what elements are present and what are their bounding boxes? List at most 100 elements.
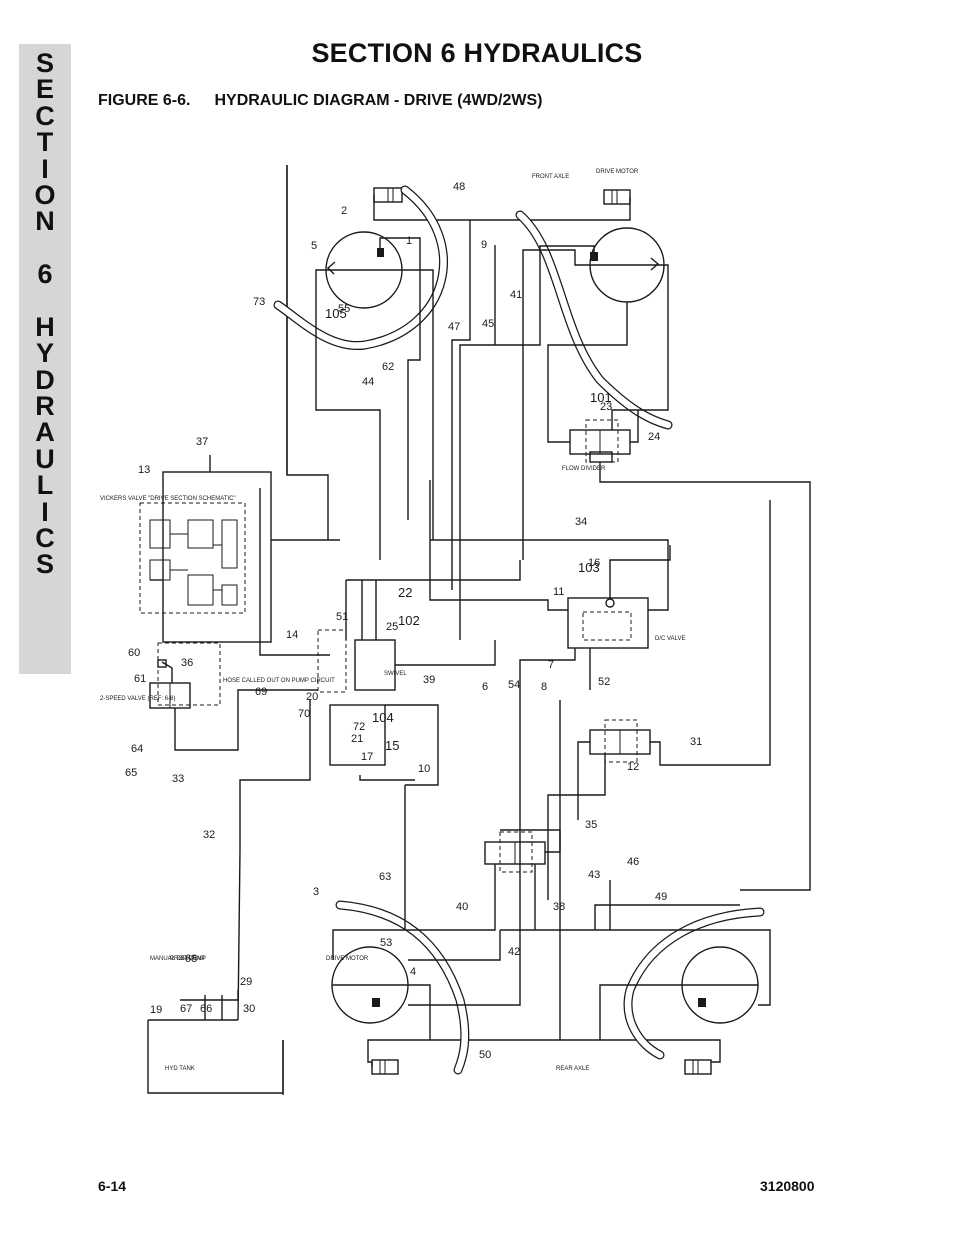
callout: 64 [131,743,143,755]
callout: 21 [351,733,363,745]
callout: 39 [423,674,435,686]
callout: 53 [380,937,392,949]
callout: 46 [627,856,639,868]
callout: 14 [286,629,298,641]
callout: 6 [482,681,488,693]
vickers-valve-label: VICKERS VALVE "DRIVE SECTION SCHEMATIC" [100,496,236,502]
swivel-manifold [237,560,521,1021]
callout: 22 [398,585,412,600]
manual-descent-label: MANUAL DESCENT [150,956,205,962]
callout: 20 [306,691,318,703]
side-tab-letter: S [35,549,54,580]
callout: 103 [578,560,600,575]
hyd-tank-label: HYD TANK [165,1066,195,1072]
side-tab-letter: D [35,364,55,395]
page-number: 6-14 [98,1178,127,1194]
callout: 17 [361,751,373,763]
callout: 2 [341,205,347,217]
callout: 45 [482,318,494,330]
side-tab-letter: C [35,100,55,131]
callout: 25 [386,621,398,633]
callout: 43 [588,869,600,881]
side-tab-letter: C [35,523,55,554]
callout: 44 [362,376,374,388]
figure-number: FIGURE 6-6. [98,92,191,109]
callout: 50 [479,1049,491,1061]
rear-plumbing [359,700,771,1040]
side-tab-letter: U [35,443,55,474]
page-title: SECTION 6 HYDRAULICS [311,38,643,68]
figure-title: FIGURE 6-6.HYDRAULIC DIAGRAM - DRIVE (4W… [98,92,542,110]
callout: 24 [648,431,660,443]
callout: 13 [138,464,150,476]
side-tab-letter: Y [35,338,54,369]
callout: 15 [385,738,399,753]
frame-lines [147,165,329,1095]
callout: 40 [456,901,468,913]
callout: 104 [372,710,394,725]
callout: 62 [382,361,394,373]
callout: 42 [508,946,520,958]
callout: 55 [338,303,350,315]
side-tab-letter: 6 [37,259,53,290]
callout: 35 [585,819,597,831]
vickers-valve-schematic [139,455,340,656]
callout: 31 [690,736,702,748]
flow-divider-rear [332,829,561,960]
side-tab-letter: O [34,179,56,210]
flex-hoses [273,185,765,1075]
dc-valve-label: D/C VALVE [655,636,685,642]
drive-motor-front-label: DRIVE MOTOR [596,169,639,175]
callout: 3 [313,886,319,898]
callout: 36 [181,657,193,669]
callout: 11 [553,586,564,598]
side-tab-letter: T [36,127,54,158]
callout: 66 [200,1003,212,1015]
side-tab-letter: S [35,48,54,78]
callout: 30 [243,1003,255,1015]
side-tab-letter: A [35,417,55,448]
callout: 12 [627,761,639,773]
callout: 32 [203,829,215,841]
callout: 67 [180,1003,192,1015]
callout: 72 [353,721,365,733]
swivel-label: SWIVEL [384,671,407,677]
side-tab-letter: N [35,206,55,237]
side-tab-letter: E [35,74,54,105]
callout: 49 [655,891,667,903]
callout: 60 [128,647,140,659]
callout: 52 [598,676,610,688]
callout: 63 [379,871,391,883]
prop-pump-label: PROP PUMP [170,956,206,962]
callout: 10 [418,763,430,775]
callout: 19 [150,1004,162,1016]
two-speed-valve [149,642,300,751]
tank-lines [180,990,239,1020]
dc-valve [429,480,671,700]
document-number: 3120800 [760,1178,815,1194]
side-tab-letter: L [36,470,54,501]
flow-divider-label: FLOW DIVIDER [562,466,606,472]
callout: 54 [508,679,520,691]
callout: 41 [510,289,522,301]
two-speed-valve-label: 2-SPEED VALVE (REF: 6-8) [100,696,175,702]
callout: 69 [255,686,267,698]
side-tab-letter: I [41,496,49,527]
callout: 8 [541,681,547,693]
callout: 4 [410,966,416,978]
callout: 65 [125,767,137,779]
callout: 51 [336,611,348,623]
flow-divider-front [547,400,811,891]
callout: 5 [311,240,317,252]
callout: 1 [406,235,412,247]
callout: 102 [398,613,420,628]
callout: 101 [590,390,612,405]
hose-callout-label: HOSE CALLED OUT ON PUMP CIRCUIT [223,678,335,684]
callout: 38 [553,901,565,913]
callout: 7 [548,659,554,671]
side-tab-letter: H [35,311,55,342]
side-tab-letter: I [41,153,49,184]
